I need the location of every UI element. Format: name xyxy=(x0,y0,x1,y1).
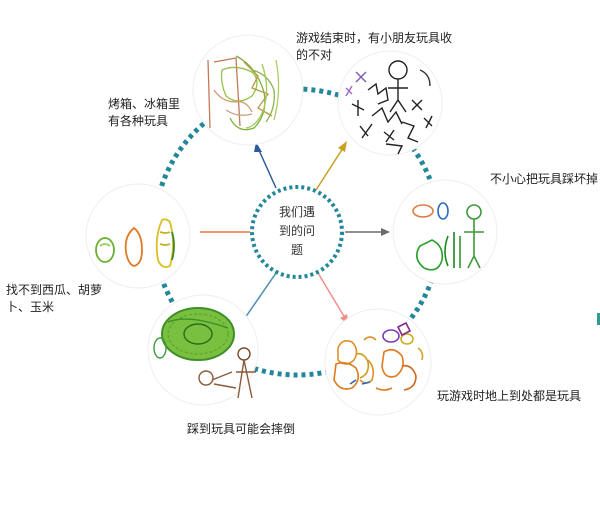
arrow-to-bottom-right xyxy=(317,272,346,319)
center-title: 我们遇 到的问 题 xyxy=(262,203,332,260)
arrow-to-top-right xyxy=(315,147,344,191)
arrow-head-right xyxy=(381,228,390,236)
label-top: 烤箱、冰箱里 有各种玩具 xyxy=(108,97,181,128)
center-title-line-2: 到的问 xyxy=(278,224,315,238)
node-top xyxy=(192,34,304,146)
arrow-to-top xyxy=(257,147,277,189)
drawing-broken-toys xyxy=(412,202,484,271)
node-bottom-right xyxy=(324,308,432,416)
edge-marker xyxy=(597,313,600,325)
label-right: 不小心把玩具踩坏掉 xyxy=(490,172,599,186)
node-left xyxy=(85,183,191,289)
label-top-right: 游戏结束时，有小朋友玩具收 的不对 xyxy=(296,31,453,62)
label-bottom: 踩到玩具可能会摔倒 xyxy=(187,422,296,436)
node-top-right xyxy=(337,50,443,156)
arrow-to-bottom xyxy=(244,272,277,319)
node-bottom xyxy=(147,294,259,406)
center-title-line-1: 我们遇 xyxy=(278,205,315,219)
drawing-child-falling xyxy=(153,307,256,399)
drawing-toys-on-floor xyxy=(333,321,424,391)
node-right xyxy=(392,179,498,285)
drawing-appliance-scribble xyxy=(207,55,280,131)
drawing-melon-carrot-corn xyxy=(95,218,175,269)
arrow-head-top-right xyxy=(338,141,347,152)
drawing-scattered-toys xyxy=(345,60,433,155)
center-circle xyxy=(250,185,344,279)
center-title-line-3: 题 xyxy=(290,243,303,257)
label-bottom-right: 玩游戏时地上到处都是玩具 xyxy=(437,389,582,403)
label-left: 找不到西瓜、胡萝 卜、玉米 xyxy=(6,283,103,314)
